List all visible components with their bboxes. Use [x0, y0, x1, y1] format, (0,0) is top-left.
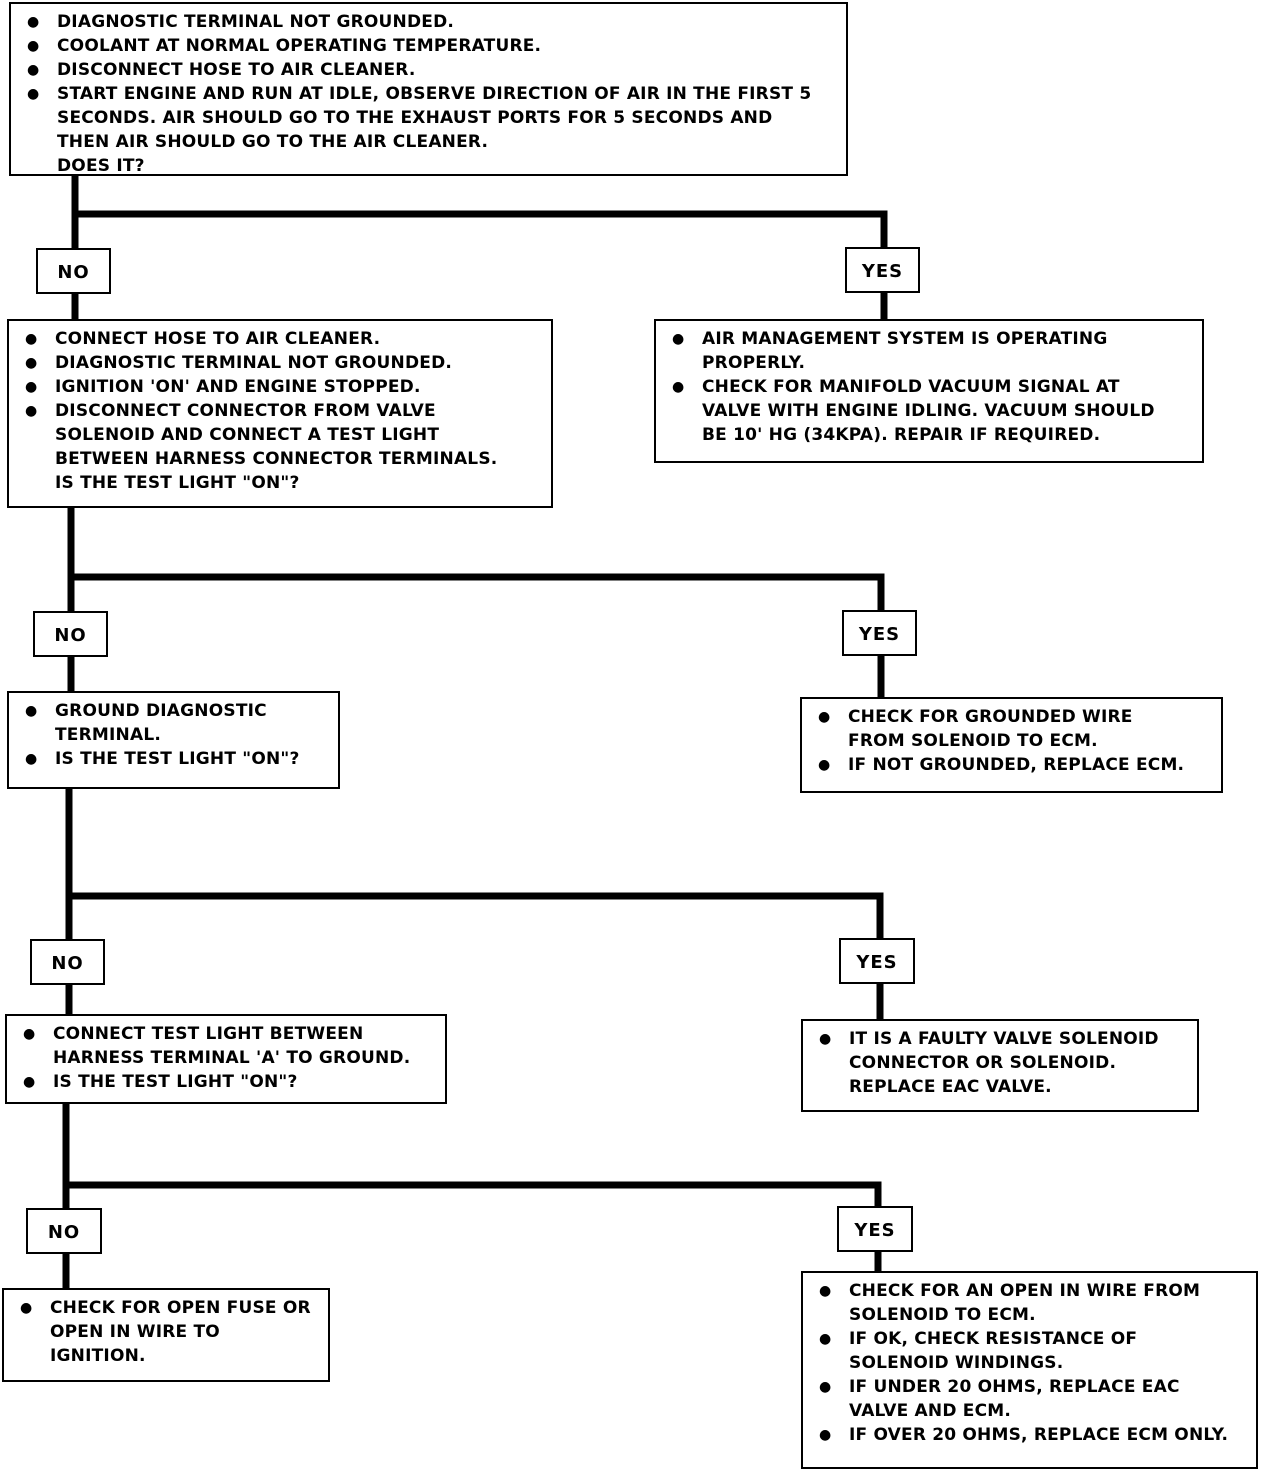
bullet-text-line: GROUND DIAGNOSTIC — [55, 701, 267, 721]
bullet-text-line: CONNECT HOSE TO AIR CLEANER. — [55, 329, 381, 349]
no-label-3: NO — [30, 939, 105, 985]
yes-label-3: YES — [839, 938, 915, 984]
yes-label-1: YES — [845, 247, 920, 293]
bullet-text-line: IGNITION 'ON' AND ENGINE STOPPED. — [55, 377, 421, 397]
bullet-text-line: BETWEEN HARNESS CONNECTOR TERMINALS. — [55, 449, 498, 469]
step-items: GROUND DIAGNOSTIC TERMINAL. IS THE TEST LI… — [23, 699, 328, 771]
step-no2-box: GROUND DIAGNOSTIC TERMINAL. IS THE TEST LI… — [7, 691, 340, 789]
bullet-text-line: IS THE TEST LIGHT "ON"? — [55, 749, 300, 769]
bullet-text-line: TERMINAL. — [55, 725, 162, 745]
step-yes3-box: IT IS A FAULTY VALVE SOLENOID CONNECTOR O… — [801, 1019, 1199, 1112]
bullet-text-line: BE 10' HG (34KPA). REPAIR IF REQUIRED. — [702, 425, 1101, 445]
step-yes1-box: AIR MANAGEMENT SYSTEM IS OPERATING PROPER… — [654, 319, 1204, 463]
step-yes2-box: CHECK FOR GROUNDED WIRE FROM SOLENOID TO… — [800, 697, 1223, 793]
step-yes4-box: CHECK FOR AN OPEN IN WIRE FROM SOLENOID T… — [801, 1271, 1258, 1469]
bullet-text-line: SOLENOID WINDINGS. — [849, 1353, 1064, 1373]
bullet-item: CONNECT HOSE TO AIR CLEANER. — [23, 327, 541, 351]
bullet-text-line: IF UNDER 20 OHMS, REPLACE EAC — [849, 1377, 1180, 1397]
bullet-item: IGNITION 'ON' AND ENGINE STOPPED. — [23, 375, 541, 399]
bullet-text-line: VALVE WITH ENGINE IDLING. VACUUM SHOULD — [702, 401, 1155, 421]
bullet-text-line: CONNECT TEST LIGHT BETWEEN — [53, 1024, 364, 1044]
bullet-item: CHECK FOR OPEN FUSE OR OPEN IN WIRE TO IGN… — [18, 1296, 318, 1368]
bullet-item: CHECK FOR GROUNDED WIRE FROM SOLENOID TO… — [816, 705, 1211, 753]
bullet-text-line: START ENGINE AND RUN AT IDLE, OBSERVE DI… — [57, 84, 812, 104]
step-items: CONNECT TEST LIGHT BETWEEN HARNESS TERMIN… — [21, 1022, 435, 1094]
step-question: IS THE TEST LIGHT "ON"? — [55, 473, 300, 493]
yes-label-4: YES — [837, 1206, 913, 1252]
bullet-item: CHECK FOR AN OPEN IN WIRE FROM SOLENOID T… — [817, 1279, 1246, 1327]
bullet-text-line: CHECK FOR GROUNDED WIRE — [848, 707, 1133, 727]
step-start-box: DIAGNOSTIC TERMINAL NOT GROUNDED. COOLANT… — [9, 2, 848, 176]
bullet-text-line: THEN AIR SHOULD GO TO THE AIR CLEANER. — [57, 132, 489, 152]
bullet-text-line: IF OVER 20 OHMS, REPLACE ECM ONLY. — [849, 1425, 1229, 1445]
bullet-item: DISCONNECT HOSE TO AIR CLEANER. — [25, 58, 836, 82]
bullet-text-line: HARNESS TERMINAL 'A' TO GROUND. — [53, 1048, 411, 1068]
bullet-text-line: CHECK FOR AN OPEN IN WIRE FROM — [849, 1281, 1201, 1301]
bullet-text-line: SECONDS. AIR SHOULD GO TO THE EXHAUST PO… — [57, 108, 773, 128]
bullet-item: CHECK FOR MANIFOLD VACUUM SIGNAL AT VALVE… — [670, 375, 1192, 447]
bullet-item: IS THE TEST LIGHT "ON"? — [21, 1070, 435, 1094]
step-items: CHECK FOR OPEN FUSE OR OPEN IN WIRE TO IGN… — [18, 1296, 318, 1368]
bullet-item: IS THE TEST LIGHT "ON"? — [23, 747, 328, 771]
step-items: CONNECT HOSE TO AIR CLEANER. DIAGNOSTIC T… — [23, 327, 541, 495]
bullet-text-line: FROM SOLENOID TO ECM. — [848, 731, 1098, 751]
bullet-item: COOLANT AT NORMAL OPERATING TEMPERATURE. — [25, 34, 836, 58]
bullet-text-line: DISCONNECT HOSE TO AIR CLEANER. — [57, 60, 416, 80]
step-no1-box: CONNECT HOSE TO AIR CLEANER. DIAGNOSTIC T… — [7, 319, 553, 508]
bullet-item: IF UNDER 20 OHMS, REPLACE EAC VALVE AND E… — [817, 1375, 1246, 1423]
bullet-item: IF OVER 20 OHMS, REPLACE ECM ONLY. — [817, 1423, 1246, 1447]
bullet-text-line: DIAGNOSTIC TERMINAL NOT GROUNDED. — [55, 353, 453, 373]
bullet-item: GROUND DIAGNOSTIC TERMINAL. — [23, 699, 328, 747]
bullet-text-line: PROPERLY. — [702, 353, 806, 373]
bullet-text-line: IF OK, CHECK RESISTANCE OF — [849, 1329, 1138, 1349]
bullet-item: IF NOT GROUNDED, REPLACE ECM. — [816, 753, 1211, 777]
yes-label-2: YES — [842, 610, 917, 656]
bullet-item: IF OK, CHECK RESISTANCE OF SOLENOID WINDI… — [817, 1327, 1246, 1375]
bullet-item: DISCONNECT CONNECTOR FROM VALVE SOLENOID … — [23, 399, 541, 495]
bullet-text-line: IGNITION. — [50, 1346, 146, 1366]
bullet-text-line: CHECK FOR OPEN FUSE OR — [50, 1298, 311, 1318]
bullet-text-line: SOLENOID AND CONNECT A TEST LIGHT — [55, 425, 440, 445]
bullet-text-line: OPEN IN WIRE TO — [50, 1322, 220, 1342]
bullet-text-line: REPLACE EAC VALVE. — [849, 1077, 1052, 1097]
bullet-item: DIAGNOSTIC TERMINAL NOT GROUNDED. — [25, 10, 836, 34]
step-items: CHECK FOR GROUNDED WIRE FROM SOLENOID TO… — [816, 705, 1211, 777]
bullet-text-line: DIAGNOSTIC TERMINAL NOT GROUNDED. — [57, 12, 455, 32]
step-items: CHECK FOR AN OPEN IN WIRE FROM SOLENOID T… — [817, 1279, 1246, 1447]
bullet-text-line: DISCONNECT CONNECTOR FROM VALVE — [55, 401, 436, 421]
bullet-text-line: AIR MANAGEMENT SYSTEM IS OPERATING — [702, 329, 1108, 349]
bullet-text-line: CHECK FOR MANIFOLD VACUUM SIGNAL AT — [702, 377, 1120, 397]
step-question: DOES IT? — [57, 156, 145, 176]
bullet-text-line: VALVE AND ECM. — [849, 1401, 1012, 1421]
step-items: AIR MANAGEMENT SYSTEM IS OPERATING PROPER… — [670, 327, 1192, 447]
bullet-text-line: COOLANT AT NORMAL OPERATING TEMPERATURE. — [57, 36, 542, 56]
bullet-item: START ENGINE AND RUN AT IDLE, OBSERVE DI… — [25, 82, 836, 178]
no-label-2: NO — [33, 611, 108, 657]
bullet-item: CONNECT TEST LIGHT BETWEEN HARNESS TERMIN… — [21, 1022, 435, 1070]
step-items: IT IS A FAULTY VALVE SOLENOID CONNECTOR O… — [817, 1027, 1187, 1099]
no-label-1: NO — [36, 248, 111, 294]
step-items: DIAGNOSTIC TERMINAL NOT GROUNDED. COOLANT… — [25, 10, 836, 178]
no-label-4: NO — [26, 1208, 102, 1254]
bullet-item: DIAGNOSTIC TERMINAL NOT GROUNDED. — [23, 351, 541, 375]
bullet-item: AIR MANAGEMENT SYSTEM IS OPERATING PROPER… — [670, 327, 1192, 375]
bullet-item: IT IS A FAULTY VALVE SOLENOID CONNECTOR O… — [817, 1027, 1187, 1099]
step-no4-box: CHECK FOR OPEN FUSE OR OPEN IN WIRE TO IGN… — [2, 1288, 330, 1382]
bullet-text-line: IF NOT GROUNDED, REPLACE ECM. — [848, 755, 1185, 775]
bullet-text-line: IT IS A FAULTY VALVE SOLENOID — [849, 1029, 1159, 1049]
bullet-text-line: CONNECTOR OR SOLENOID. — [849, 1053, 1117, 1073]
bullet-text-line: IS THE TEST LIGHT "ON"? — [53, 1072, 298, 1092]
step-no3-box: CONNECT TEST LIGHT BETWEEN HARNESS TERMIN… — [5, 1014, 447, 1104]
bullet-text-line: SOLENOID TO ECM. — [849, 1305, 1036, 1325]
